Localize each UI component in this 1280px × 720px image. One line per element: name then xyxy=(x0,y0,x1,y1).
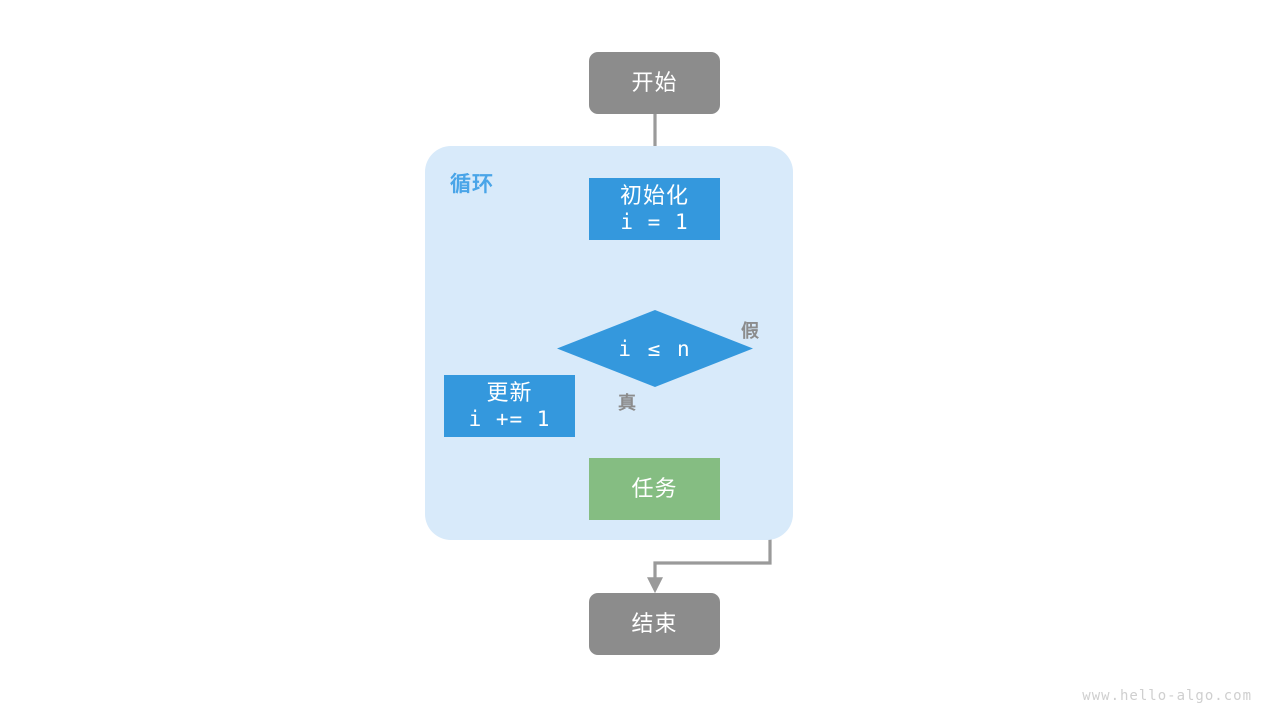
edge-label-true: 真 xyxy=(618,393,636,413)
edge-label-false: 假 xyxy=(741,321,759,341)
watermark: www.hello-algo.com xyxy=(1082,688,1252,704)
node-start[interactable]: 开始 xyxy=(589,52,720,114)
node-init-code: i = 1 xyxy=(620,209,689,234)
node-update-title: 更新 xyxy=(486,379,533,405)
node-start-label: 开始 xyxy=(631,69,678,95)
node-init-title: 初始化 xyxy=(619,182,689,208)
node-decision[interactable]: i ≤ n xyxy=(557,310,753,387)
node-update[interactable]: 更新 i += 1 xyxy=(444,375,575,437)
node-init[interactable]: 初始化 i = 1 xyxy=(589,178,720,240)
node-task[interactable]: 任务 xyxy=(589,458,720,520)
node-task-label: 任务 xyxy=(631,475,678,501)
node-update-code: i += 1 xyxy=(468,406,551,431)
node-end-label: 结束 xyxy=(631,610,678,636)
node-end[interactable]: 结束 xyxy=(589,593,720,655)
loop-container-label: 循环 xyxy=(450,173,494,196)
node-decision-label: i ≤ n xyxy=(618,336,692,361)
